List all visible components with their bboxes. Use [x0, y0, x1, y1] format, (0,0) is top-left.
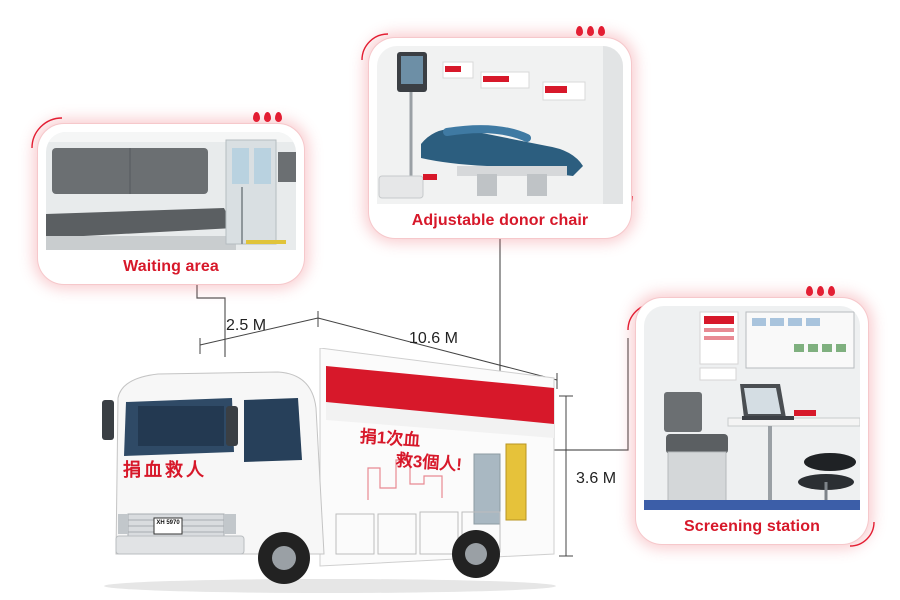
total-length-label: 10.6 M [409, 330, 458, 347]
screening-station-card: Screening station [636, 298, 868, 544]
side-slogan-line2: 救3個人! [395, 450, 463, 475]
donor-chair-card: Adjustable donor chair [369, 38, 631, 238]
blood-drops-icon [576, 26, 605, 36]
cab-length-label: 2.5 M [226, 317, 267, 334]
license-plate: XH 5970 [156, 520, 180, 526]
cab-slogan: 捐血救人 [123, 460, 207, 480]
blood-drops-icon [253, 112, 282, 122]
waiting-area-photo [46, 132, 296, 250]
donor-chair-caption: Adjustable donor chair [411, 212, 589, 229]
screening-station-caption: Screening station [684, 518, 820, 535]
waiting-area-caption: Waiting area [123, 258, 219, 275]
blood-drops-icon [806, 286, 835, 296]
waiting-area-card: Waiting area [38, 124, 304, 284]
donor-chair-photo [377, 46, 623, 204]
height-label: 3.6 M [576, 470, 617, 487]
blood-donation-truck [102, 348, 556, 593]
screening-station-photo [644, 306, 860, 510]
